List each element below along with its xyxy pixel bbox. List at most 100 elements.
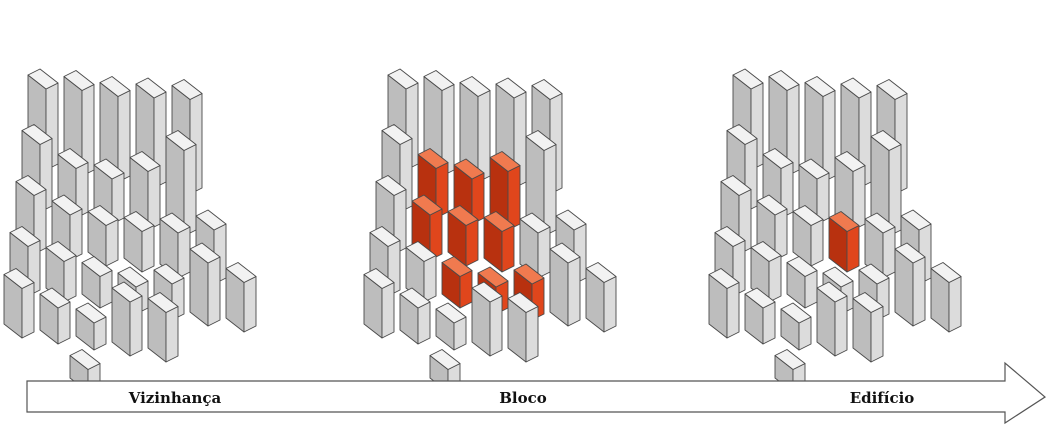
block-panel — [363, 68, 617, 393]
building-top-face — [519, 212, 551, 234]
building — [39, 287, 71, 345]
building — [894, 242, 926, 327]
building-top-face — [135, 77, 167, 99]
building-top-face — [63, 70, 95, 91]
building — [786, 256, 818, 309]
building-top-face — [864, 212, 896, 234]
building-right-face — [525, 306, 539, 363]
building-right-face — [117, 90, 131, 183]
building — [363, 268, 395, 339]
building-top-face — [93, 158, 125, 180]
building-top-face — [417, 148, 449, 169]
building-panel — [708, 68, 962, 393]
highlighted-building — [483, 211, 515, 273]
building-right-face — [882, 226, 896, 279]
building-right-face — [567, 256, 581, 327]
building-top-face — [876, 79, 908, 100]
building-top-face — [369, 226, 401, 247]
building-top-face — [459, 76, 491, 97]
scale-arrow-shape — [26, 361, 1047, 425]
scale-arrow: Vizinhança Bloco Edifício — [26, 361, 1047, 425]
building — [930, 262, 962, 333]
building-top-face — [39, 287, 71, 309]
highlighted-building — [447, 205, 479, 267]
building — [519, 212, 551, 279]
building-right-face — [207, 256, 221, 327]
building-top-face — [75, 302, 107, 324]
building-right-face — [822, 90, 836, 183]
building-top-face — [117, 266, 149, 288]
building-right-face — [99, 270, 113, 309]
building-right-face — [603, 276, 617, 333]
building-top-face — [15, 175, 47, 196]
building — [780, 302, 812, 351]
building — [147, 292, 179, 363]
building-top-face — [159, 212, 191, 234]
building-top-face — [786, 256, 818, 277]
building-right-face — [129, 295, 143, 357]
building-top-face — [69, 349, 101, 370]
building-right-face — [888, 144, 902, 237]
building-top-face — [714, 226, 746, 247]
building — [816, 281, 848, 357]
neighborhood-panel — [3, 68, 257, 393]
building-top-face — [45, 241, 77, 262]
building-top-face — [840, 77, 872, 99]
building — [459, 76, 491, 183]
building-right-face — [543, 144, 557, 237]
building-top-face — [57, 148, 89, 169]
building-top-face — [513, 263, 545, 285]
building-top-face — [381, 124, 413, 145]
building-top-face — [123, 211, 155, 232]
building-top-face — [744, 287, 776, 309]
building-top-face — [195, 209, 227, 231]
building — [123, 211, 155, 273]
building-right-face — [810, 219, 824, 267]
building — [399, 287, 431, 345]
building-top-face — [27, 68, 59, 90]
building-top-face — [165, 130, 197, 151]
building — [99, 76, 131, 183]
building-right-face — [417, 301, 431, 345]
building-top-face — [828, 211, 860, 232]
highlighted-building — [828, 211, 860, 273]
building — [81, 256, 113, 309]
building-right-face — [141, 225, 155, 273]
building-top-face — [798, 158, 830, 180]
building-right-face — [183, 144, 197, 237]
building — [3, 268, 35, 339]
building-top-face — [531, 79, 563, 100]
building — [507, 292, 539, 363]
building-right-face — [726, 282, 740, 339]
building-top-face — [375, 175, 407, 196]
building — [165, 130, 197, 237]
building — [435, 302, 467, 351]
building-top-face — [147, 292, 179, 313]
building-top-face — [3, 268, 35, 289]
building-right-face — [507, 165, 521, 231]
building-top-face — [720, 175, 752, 196]
building-right-face — [105, 219, 119, 267]
building-top-face — [429, 349, 461, 370]
building-top-face — [708, 268, 740, 289]
building — [585, 262, 617, 333]
stage-label-bloco: Bloco — [499, 389, 547, 407]
building-top-face — [435, 302, 467, 324]
building-top-face — [585, 262, 617, 283]
building — [870, 130, 902, 237]
building-right-face — [243, 276, 257, 333]
building-right-face — [63, 255, 77, 303]
building-top-face — [411, 194, 443, 216]
building — [87, 205, 119, 267]
building-top-face — [489, 151, 521, 172]
building-top-face — [768, 70, 800, 91]
building-top-face — [441, 256, 473, 277]
building-right-face — [477, 90, 491, 183]
building-top-face — [750, 241, 782, 262]
building — [549, 242, 581, 327]
building-top-face — [225, 262, 257, 283]
building-top-face — [81, 256, 113, 277]
building-top-face — [21, 124, 53, 145]
building-top-face — [483, 211, 515, 232]
building-top-face — [870, 130, 902, 151]
